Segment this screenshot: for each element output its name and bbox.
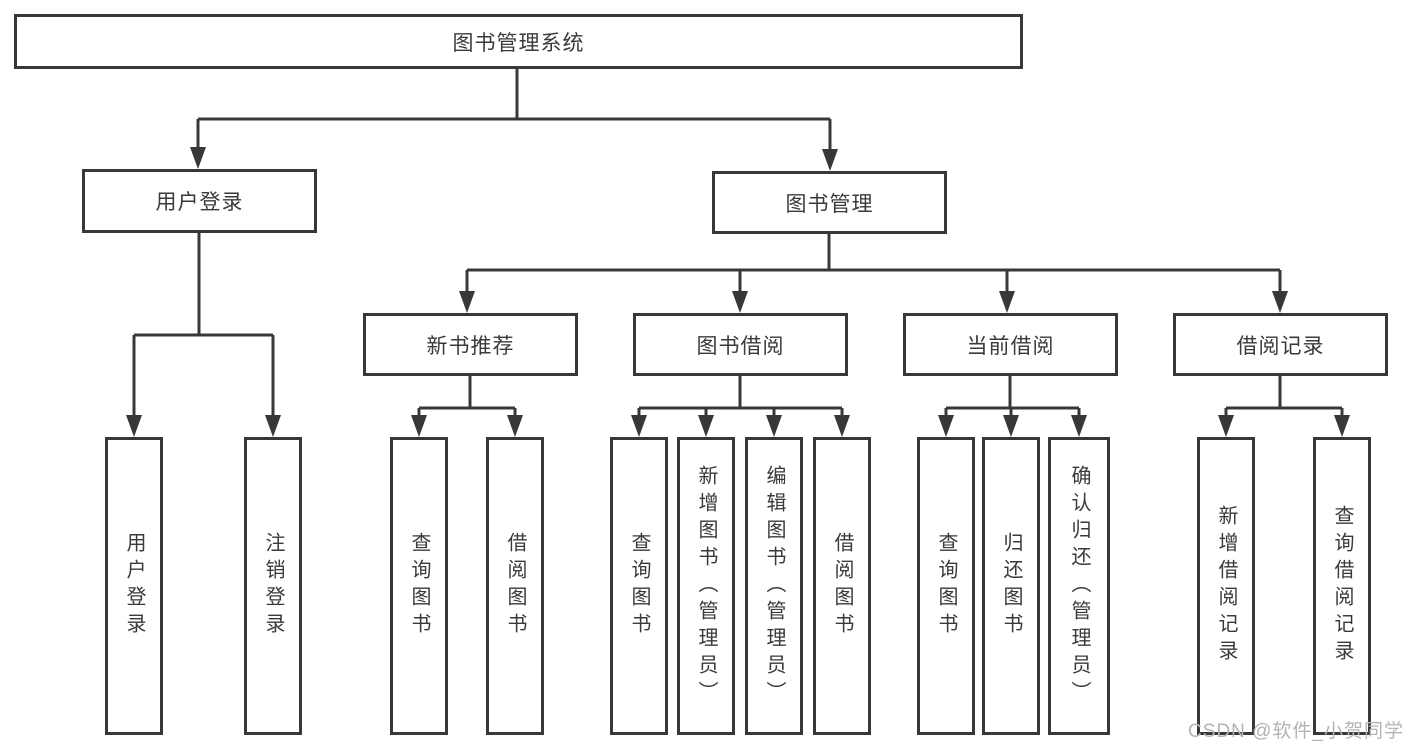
node-current-borrow: 当前借阅: [903, 313, 1118, 376]
leaf-label: 用户登录: [123, 532, 145, 640]
leaf-logout: 注销登录: [244, 437, 302, 735]
leaf-label: 新增借阅记录: [1215, 505, 1237, 667]
csdn-watermark: CSDN @软件_小贺同学: [1188, 721, 1404, 742]
arrowhead-icons: [126, 147, 1350, 437]
leaf-label: 注销登录: [262, 532, 284, 640]
leaf-edit-book-admin: 编辑图书（管理员）: [745, 437, 803, 735]
leaf-return-books: 归还图书: [982, 437, 1040, 735]
leaf-label: 查询图书: [935, 532, 957, 640]
leaf-label: 归还图书: [1000, 532, 1022, 640]
leaf-label: 借阅图书: [831, 532, 853, 640]
leaf-query-borrow-record: 查询借阅记录: [1313, 437, 1371, 735]
leaf-query-books-recommend: 查询图书: [390, 437, 448, 735]
node-system-root: 图书管理系统: [14, 14, 1023, 69]
connector-segments: [132, 67, 1344, 416]
leaf-label: 查询图书: [408, 532, 430, 640]
leaf-query-books-borrow: 查询图书: [610, 437, 668, 735]
node-borrow-records: 借阅记录: [1173, 313, 1388, 376]
leaf-confirm-return-admin: 确认归还（管理员）: [1048, 437, 1110, 735]
leaf-label: 查询借阅记录: [1331, 505, 1353, 667]
leaf-label: 借阅图书: [504, 532, 526, 640]
node-new-book-recommend: 新书推荐: [363, 313, 578, 376]
leaf-label: 查询图书: [628, 532, 650, 640]
leaf-add-borrow-record: 新增借阅记录: [1197, 437, 1255, 735]
leaf-user-login: 用户登录: [105, 437, 163, 735]
leaf-borrow-books: 借阅图书: [813, 437, 871, 735]
node-book-management: 图书管理: [712, 171, 947, 234]
leaf-add-book-admin: 新增图书（管理员）: [677, 437, 735, 735]
node-user-login: 用户登录: [82, 169, 317, 233]
leaf-borrow-books-recommend: 借阅图书: [486, 437, 544, 735]
node-book-borrow: 图书借阅: [633, 313, 848, 376]
leaf-label: 编辑图书（管理员）: [763, 464, 785, 708]
leaf-query-books-current: 查询图书: [917, 437, 975, 735]
leaf-label: 新增图书（管理员）: [695, 464, 717, 708]
leaf-label: 确认归还（管理员）: [1068, 464, 1090, 708]
